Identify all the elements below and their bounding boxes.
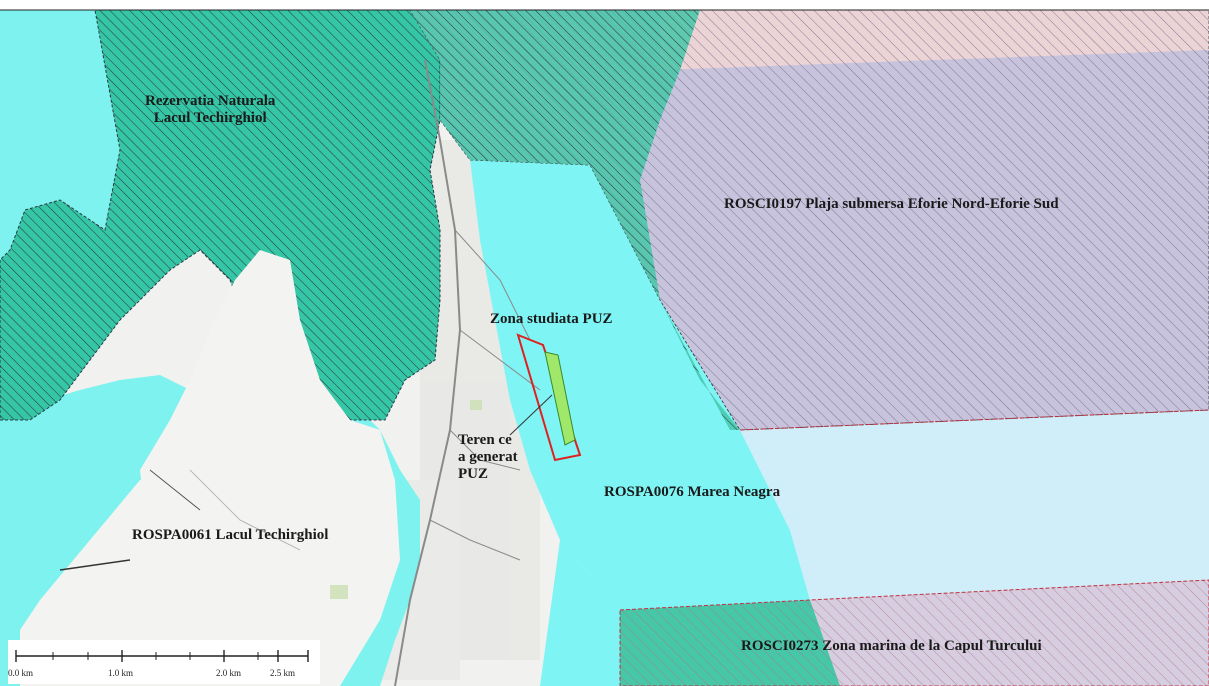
rospa0076-sea	[470, 160, 810, 610]
sea-light-strip	[740, 410, 1209, 600]
label-teren-line2: a generat	[458, 449, 518, 465]
scale-bar: 0.0 km 1.0 km 2.0 km 2.5 km	[8, 640, 320, 684]
label-teren-line3: PUZ	[458, 466, 488, 482]
scale-tick-0: 0.0 km	[8, 668, 34, 678]
rospa0076-sea-south	[540, 540, 620, 686]
scale-tick-2: 2.0 km	[216, 668, 242, 678]
label-teren: Teren ce a generat PUZ	[458, 432, 518, 483]
label-zona-studiata: Zona studiata PUZ	[490, 311, 613, 327]
label-rezervatie-line1: Rezervatia Naturala	[145, 93, 276, 109]
scale-tick-1: 1.0 km	[108, 668, 134, 678]
label-rospa0076: ROSPA0076 Marea Neagra	[604, 484, 781, 500]
label-rezervatie: Rezervatia Naturala Lacul Techirghiol	[145, 93, 275, 127]
study-zone-outline	[516, 333, 582, 462]
roads	[59, 59, 541, 686]
scale-tick-3: 2.5 km	[270, 668, 296, 678]
generating-parcel	[544, 351, 576, 446]
label-rosci0197: ROSCI0197 Plaja submersa Eforie Nord-Efo…	[724, 196, 1059, 212]
label-rezervatie-line2: Lacul Techirghiol	[153, 110, 267, 126]
boundary-line	[739, 409, 1209, 431]
scale-bar-graphic	[15, 650, 309, 662]
inland-peninsula	[140, 250, 400, 686]
label-rosci0273: ROSCI0273 Zona marina de la Capul Turcul…	[741, 638, 1042, 654]
west-land	[20, 470, 170, 686]
rospa0061-lake-region	[0, 10, 120, 260]
teren-leader-line	[509, 394, 553, 436]
label-teren-line1: Teren ce	[458, 432, 512, 448]
label-rospa0061: ROSPA0061 Lacul Techirghiol	[132, 527, 329, 543]
